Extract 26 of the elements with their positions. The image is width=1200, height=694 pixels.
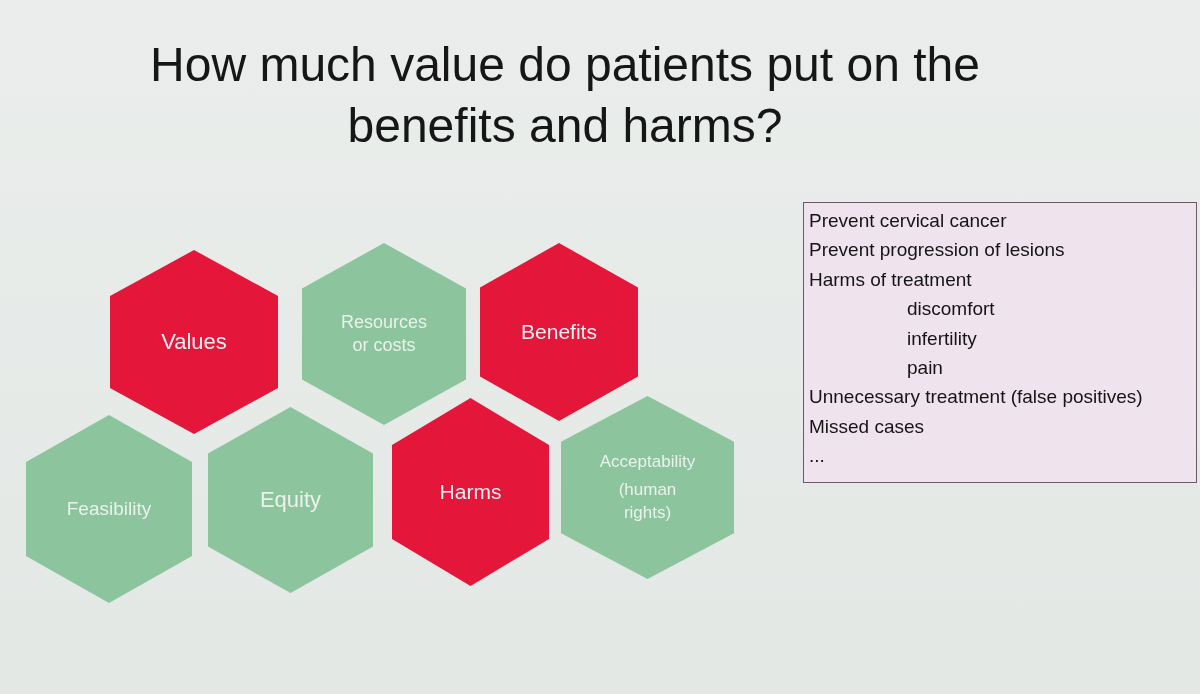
tile-label: (human rights) — [617, 479, 678, 524]
list-item: Harms of treatment — [809, 267, 972, 292]
list-item: Unnecessary treatment (false positives) — [809, 385, 1143, 410]
tile-label: Values — [161, 327, 227, 356]
list-item: Prevent cervical cancer — [809, 209, 1007, 233]
hexagon-tile — [208, 407, 373, 593]
list-item: Prevent progression of lesions — [809, 238, 1065, 263]
tile-label: Acceptability — [599, 451, 696, 474]
slide-title: How much value do patients put on the benefits and harms? — [149, 37, 981, 154]
list-item: pain — [906, 356, 943, 381]
hexagon-tile — [110, 250, 278, 434]
hexagon-tile — [392, 398, 549, 586]
hexagon-tile — [302, 243, 466, 425]
hexagon-tile — [26, 415, 192, 603]
tile-label: Resources or costs — [339, 310, 428, 357]
hexagon-tile — [561, 396, 734, 579]
list-item: infertility — [906, 326, 977, 351]
tile-label: Harms — [439, 479, 502, 506]
tile-label: Feasibility — [66, 496, 152, 521]
hexagon-tile — [480, 243, 638, 421]
list-item: discomfort — [906, 297, 995, 322]
list-panel — [803, 202, 1197, 483]
list-item: Missed cases — [809, 414, 925, 439]
tile-label: Benefits — [521, 319, 597, 346]
tile-label: Equity — [259, 485, 322, 514]
list-item: ... — [809, 444, 825, 469]
